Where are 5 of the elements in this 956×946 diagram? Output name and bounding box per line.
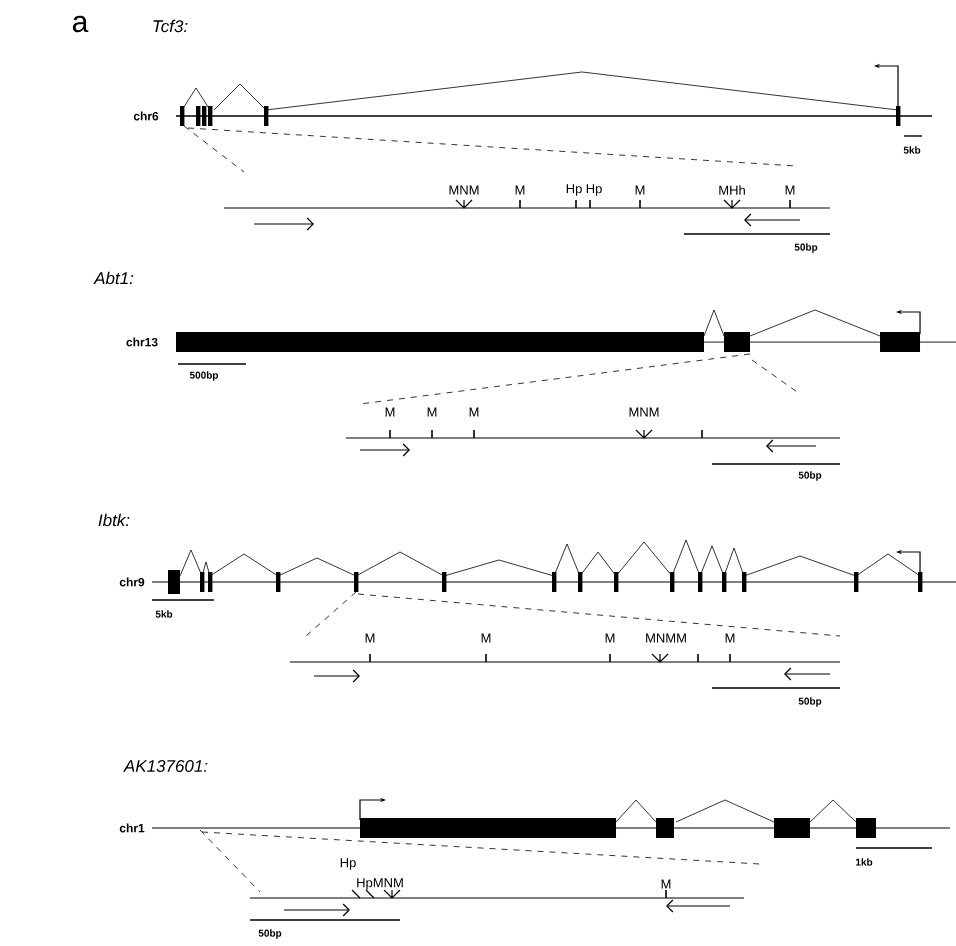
gene-name: Ibtk: bbox=[98, 513, 130, 527]
gene-name: Tcf3: bbox=[153, 19, 188, 33]
panel-letter: a bbox=[72, 15, 89, 33]
gene-name: Abt1: bbox=[93, 271, 134, 285]
gene-name: AK137601: bbox=[123, 760, 208, 772]
